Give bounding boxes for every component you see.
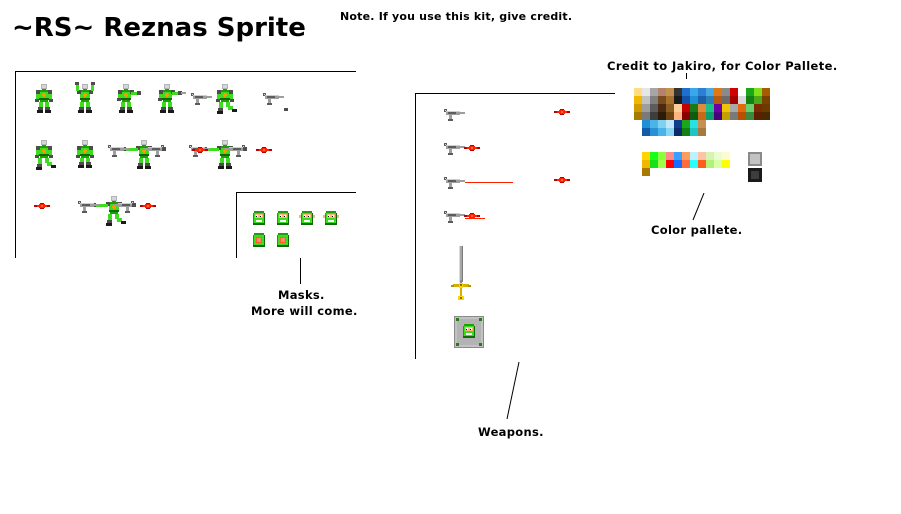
usage-note: Note. If you use this kit, give credit.	[340, 10, 573, 23]
weapons-leader-line	[505, 361, 525, 420]
masks-canvas	[237, 193, 357, 259]
color-palette	[634, 88, 794, 188]
palette-credit-label: Credit to Jakiro, for Color Pallete.	[607, 59, 838, 73]
sprite-sheet-panel	[15, 71, 357, 259]
weapons-caption: Weapons.	[478, 425, 544, 439]
palette-top-tick	[686, 73, 687, 79]
page-title: ~RS~ Reznas Sprite	[12, 13, 306, 43]
masks-caption: Masks.	[278, 288, 325, 302]
palette-leader-line	[690, 192, 708, 221]
weapons-panel	[415, 93, 616, 360]
masks-leader-line	[300, 258, 301, 284]
weapons-canvas	[416, 94, 616, 360]
masks-panel	[236, 192, 357, 259]
masks-more-caption: More will come.	[251, 304, 358, 318]
palette-canvas	[634, 88, 794, 188]
palette-caption: Color pallete.	[651, 223, 743, 237]
